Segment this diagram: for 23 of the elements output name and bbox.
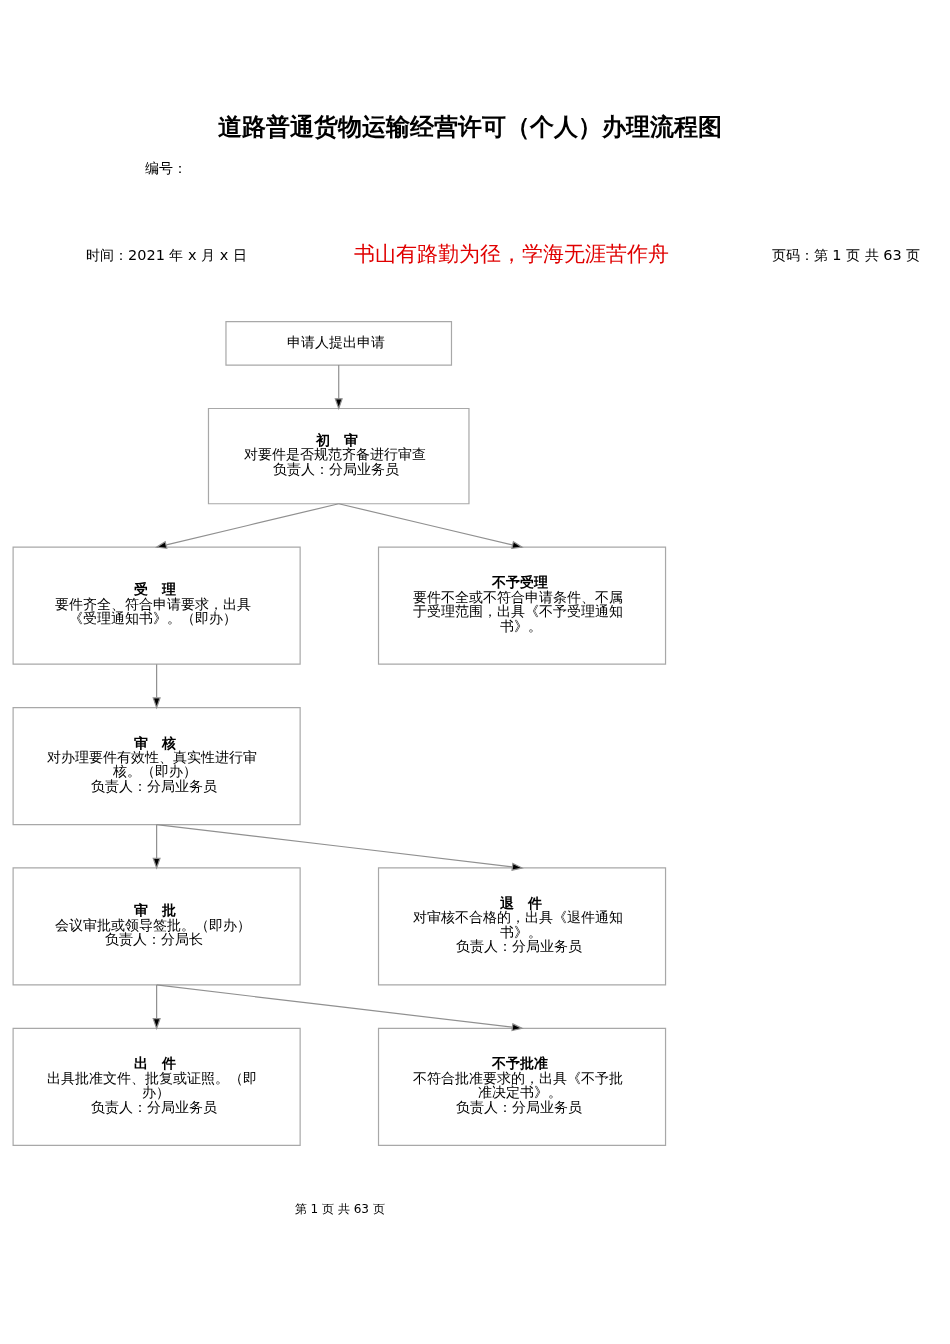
arrow <box>156 984 524 1032</box>
node-box: 初 审 对要件是否规范齐备进行审查 负责人：分局业务员 <box>207 407 470 505</box>
arrow <box>154 503 340 549</box>
node-box: 退 件 对审核不合格的，出具《退件通知书》。 负责人：分局业务员 <box>377 867 667 986</box>
arrow <box>152 984 161 1031</box>
label: 页码：第 1 页 共 63 页 <box>771 247 921 264</box>
arrow <box>152 663 161 710</box>
node-box: 不予批准 不符合批准要求的，出具《不予批准决定书》。 负责人：分局业务员 <box>377 1027 667 1146</box>
label: 第 1 页 共 63 页 <box>294 1202 385 1217</box>
node-box: 审 批 会议审批或领导签批。（即办） 负责人：分局长 <box>12 867 301 986</box>
node-box: 不予受理 要件不全或不符合申请条件、不属于受理范围，出具《不予受理通知书》。 <box>377 546 667 665</box>
node-box: 出 件 出具批准文件、批复或证照。（即办） 负责人：分局业务员 <box>12 1027 301 1146</box>
label: 书山有路勤为径，学海无涯苦作舟 <box>353 242 669 267</box>
node-box: 受 理 要件齐全、符合申请要求，出具《受理通知书》。（即办） <box>12 546 301 665</box>
arrow <box>334 364 343 411</box>
node-box: 审 核 对办理要件有效性、真实性进行审核。（即办） 负责人：分局业务员 <box>12 706 301 826</box>
arrow <box>156 823 524 871</box>
node-box: 申请人提出申请 <box>225 321 453 366</box>
diagram-title: 道路普通货物运输经营许可（个人）办理流程图 <box>218 112 723 141</box>
arrow <box>338 503 524 549</box>
arrow <box>152 823 161 870</box>
label: 时间：2021 年 x 月 x 日 <box>86 247 248 264</box>
label: 编号： <box>145 160 188 177</box>
